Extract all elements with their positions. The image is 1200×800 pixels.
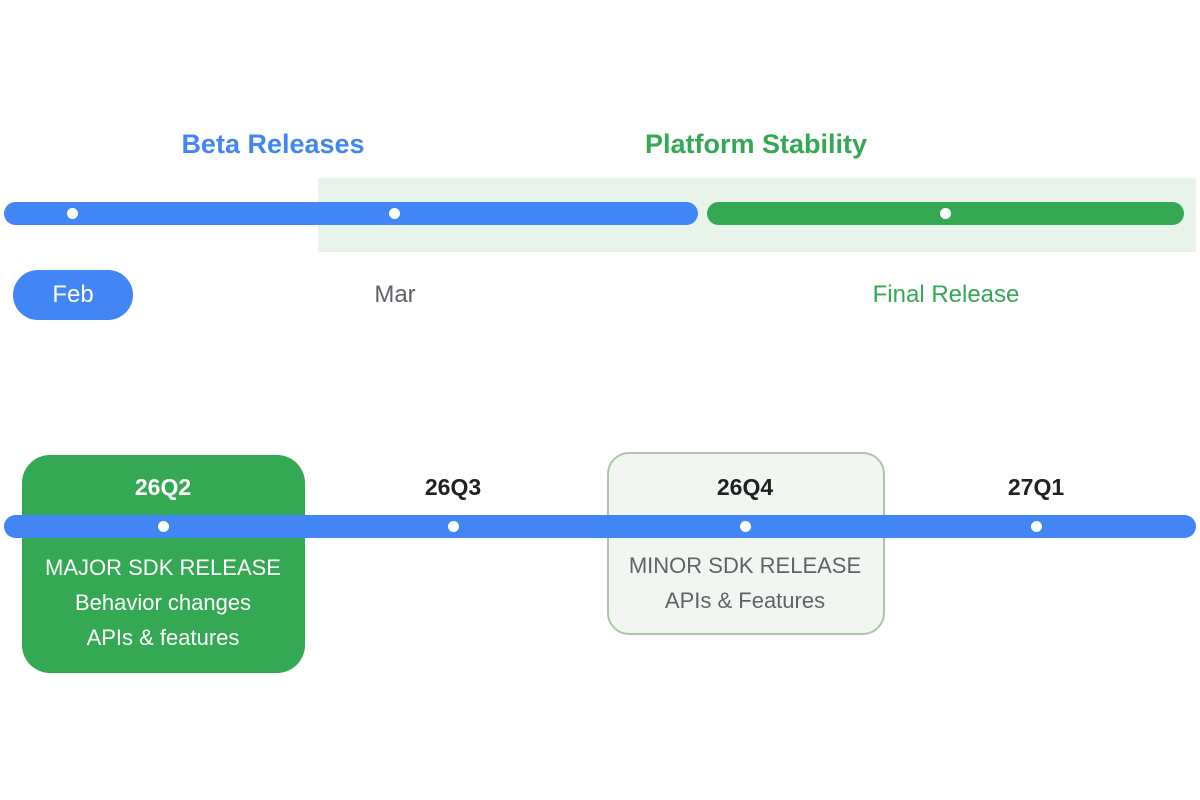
major-release-details: MAJOR SDK RELEASE Behavior changes APIs … [23, 550, 303, 655]
quarter-label-26q3: 26Q3 [424, 474, 482, 500]
major-sdk-release-card [22, 455, 305, 673]
major-release-behavior-changes: Behavior changes [74, 590, 252, 615]
mar-milestone-label: Mar [374, 281, 416, 308]
quarter-27q1-dot [1031, 521, 1042, 532]
final-release-label: Final Release [872, 281, 1020, 308]
minor-release-apis-features: APIs & Features [664, 588, 826, 613]
quarter-26q3-dot [448, 521, 459, 532]
quarter-label-26q2: 26Q2 [134, 474, 192, 500]
quarter-26q4-dot [740, 521, 751, 532]
feb-milestone-label: Feb [52, 281, 94, 308]
feb-marker-dot [67, 208, 78, 219]
quarter-timeline-bar [4, 515, 1196, 538]
final-release-marker-dot [940, 208, 951, 219]
beta-releases-label: Beta Releases [181, 129, 365, 159]
major-release-title: MAJOR SDK RELEASE [45, 555, 281, 580]
quarter-label-26q4: 26Q4 [716, 474, 774, 500]
platform-stability-label: Platform Stability [644, 129, 868, 159]
major-release-apis-features: APIs & features [86, 625, 240, 650]
feb-milestone-pill: Feb [13, 270, 133, 320]
quarter-label-27q1: 27Q1 [1007, 474, 1065, 500]
beta-timeline-bar [4, 202, 698, 225]
minor-sdk-release-card [607, 452, 885, 635]
minor-release-title: MINOR SDK RELEASE [628, 553, 862, 578]
minor-release-details: MINOR SDK RELEASE APIs & Features [605, 548, 885, 618]
mar-marker-dot [389, 208, 400, 219]
quarter-26q2-dot [158, 521, 169, 532]
